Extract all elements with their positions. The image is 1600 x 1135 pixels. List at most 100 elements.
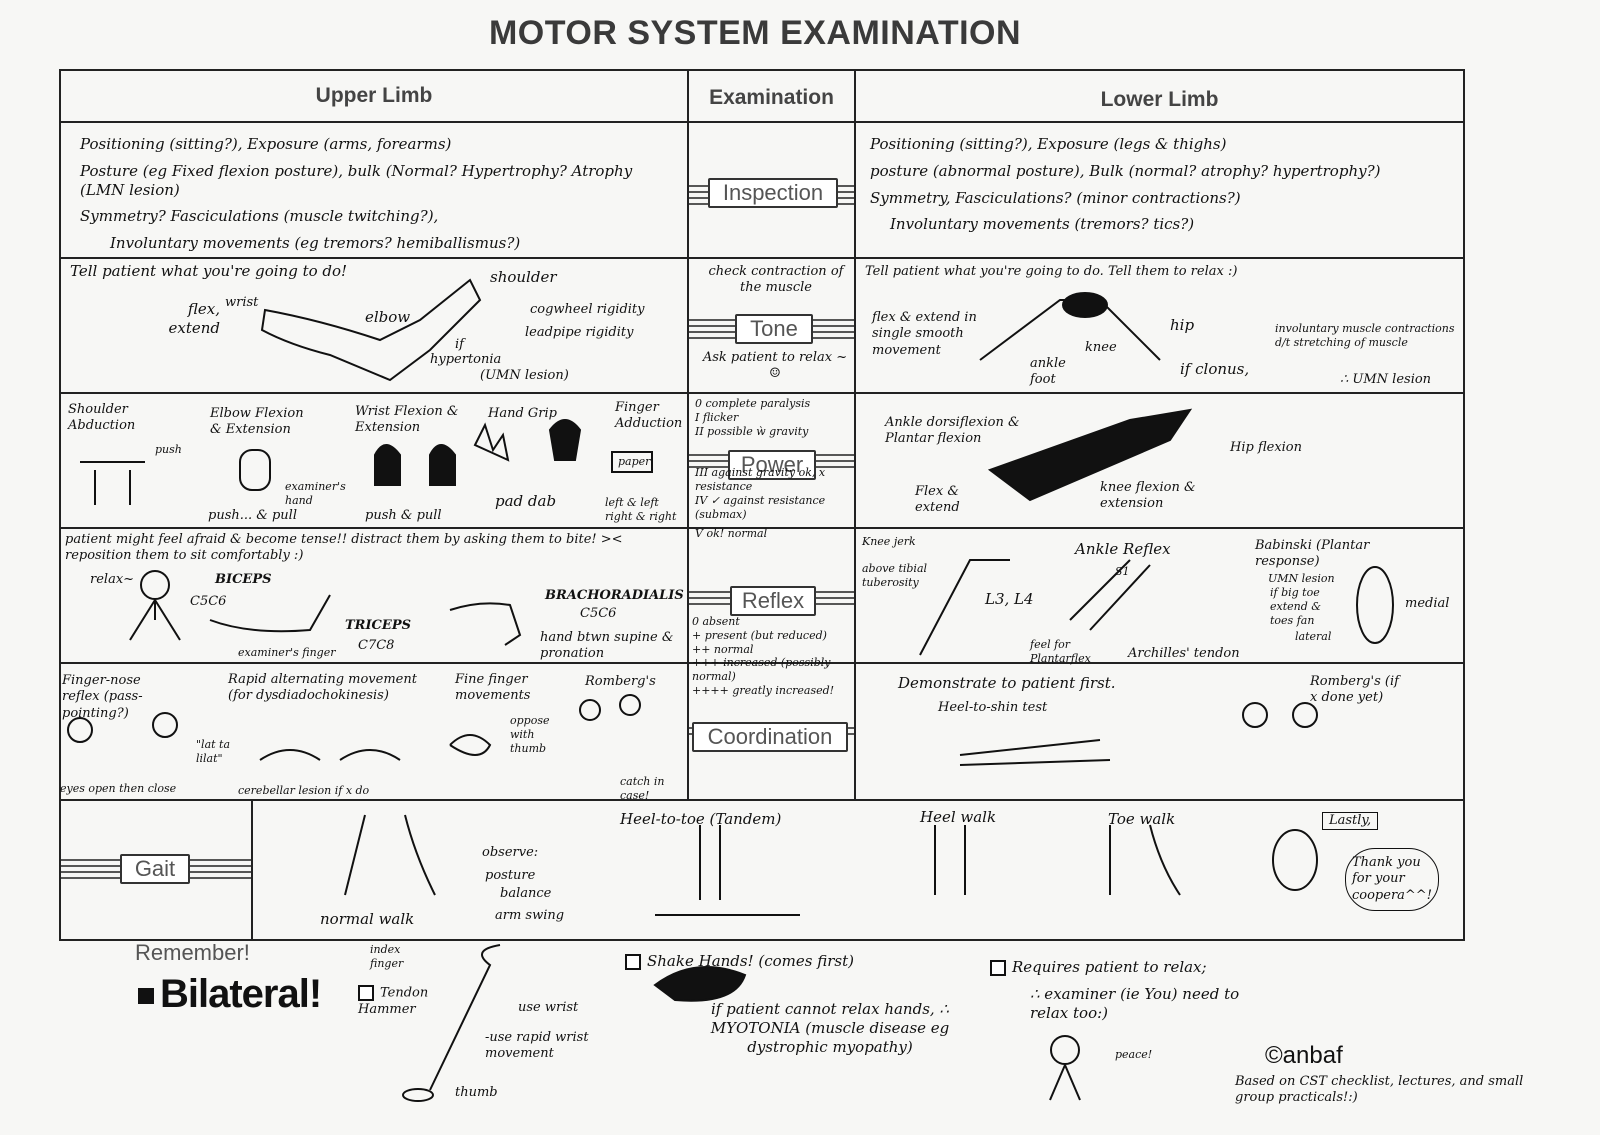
gait-normal: normal walk xyxy=(320,910,415,928)
coord-catch: catch in case! xyxy=(620,775,665,802)
reflex-triceps: TRICEPS xyxy=(345,618,411,633)
tone-lower-umn: ∴ UMN lesion xyxy=(1340,372,1432,387)
reflex-relax: relax~ xyxy=(90,572,135,587)
reflex-babinski: Babinski (Plantar response) xyxy=(1255,538,1370,570)
tone-upper-wrist: wrist xyxy=(225,295,259,310)
inspection-lower-line: Positioning (sitting?), Exposure (legs &… xyxy=(870,135,1227,153)
power-finger: Finger Adduction xyxy=(615,400,683,432)
gait-lastly: Lastly, xyxy=(1322,812,1379,831)
gait-observe-balance: balance xyxy=(500,886,552,901)
sketches xyxy=(67,278,1394,1102)
footer-requires: Requires patient to relax; xyxy=(990,958,1207,977)
coord-lower-romberg: Romberg's (if x done yet) xyxy=(1310,674,1399,706)
power-push: push xyxy=(155,443,182,456)
checkbox-icon xyxy=(990,960,1006,976)
reflex-tibial: above tibial tuberosity xyxy=(862,562,928,589)
tone-upper-cogwheel: cogwheel rigidity xyxy=(530,302,645,317)
inspection-upper-line: Positioning (sitting?), Exposure (arms, … xyxy=(80,135,452,153)
power-shoulder: Shoulder Abduction xyxy=(68,402,136,434)
label-inspection: Inspection xyxy=(708,178,838,208)
header-upper-limb: Upper Limb xyxy=(315,84,433,107)
reflex-grade: +++ increased (possibly normal) xyxy=(692,656,831,683)
reflex-knee: Knee jerk xyxy=(862,535,916,548)
reflex-c5c6: C5C6 xyxy=(190,594,227,609)
gait-heel: Heel walk xyxy=(920,808,997,826)
power-grade: IV ✓ against resistance (submax) xyxy=(695,493,826,521)
reflex-umn: UMN lesion xyxy=(1268,572,1335,585)
power-lower-knee: knee flexion & extension xyxy=(1100,480,1196,512)
tone-lower-knee: knee xyxy=(1085,340,1117,355)
power-lower-hip: Hip flexion xyxy=(1230,440,1303,455)
coord-romberg: Romberg's xyxy=(585,674,656,689)
power-elbow: Elbow Flexion & Extension xyxy=(210,406,304,438)
power-lower-ankle: Ankle dorsiflexion & Plantar flexion xyxy=(885,415,1020,447)
power-grade: III against gravity ok, x resistance xyxy=(695,466,826,493)
tone-upper-intro: Tell patient what you're going to do! xyxy=(70,262,348,280)
coord-demo: Demonstrate to patient first. xyxy=(898,674,1116,692)
power-left-right: left & left right & right xyxy=(605,496,677,523)
footer-myotonia: if patient cannot relax hands, ∴ MYOTONI… xyxy=(710,1000,950,1056)
inspection-upper-line: Posture (eg Fixed flexion posture), bulk… xyxy=(80,161,633,199)
tone-upper-flex: flex, extend xyxy=(168,300,220,337)
reflex-achilles: Archilles' tendon xyxy=(1128,646,1240,661)
tone-lower-involuntary: involuntary muscle contractions d/t stre… xyxy=(1275,322,1455,349)
coord-eyes: eyes open then close xyxy=(60,782,177,795)
reflex-feel: feel for Plantarflex xyxy=(1030,638,1091,665)
page-title: MOTOR SYSTEM EXAMINATION xyxy=(488,14,1022,52)
footer-remember: Remember! xyxy=(135,940,250,965)
header-examination: Examination xyxy=(709,86,834,109)
power-grade: 0 complete paralysis xyxy=(695,397,811,410)
label-coordination: Coordination xyxy=(692,722,848,752)
power-lower-flex: Flex & extend xyxy=(915,484,960,516)
tone-upper-if: if xyxy=(455,337,464,352)
reflex-grade: ++ normal xyxy=(692,642,754,656)
footer-index: index finger xyxy=(370,943,404,970)
coord-oppose: oppose with thumb xyxy=(510,714,550,755)
power-grip: Hand Grip xyxy=(488,406,557,421)
gait-observe-armswing: arm swing xyxy=(495,908,565,923)
reflex-upper-intro: patient might feel afraid & become tense… xyxy=(65,532,623,564)
inspection-upper-line: Symmetry? Fasciculations (muscle twitchi… xyxy=(80,207,439,226)
tone-lower-ankle: ankle foot xyxy=(1030,356,1066,388)
power-grade: V ok! normal xyxy=(695,527,768,541)
label-tone: Tone xyxy=(735,314,813,344)
reflex-ankle: Ankle Reflex xyxy=(1075,540,1171,558)
reflex-lateral: lateral xyxy=(1295,630,1332,643)
tone-exam-bottom: Ask patient to relax ~ ☺ xyxy=(702,350,848,382)
footer-bilateral: Bilateral! xyxy=(138,972,322,1017)
power-pad-dab: pad dab xyxy=(495,492,557,510)
gait-observe: observe: xyxy=(482,845,539,860)
footer-thumb: thumb xyxy=(455,1085,498,1100)
reflex-grade: + present (but reduced) xyxy=(692,628,827,642)
power-grades: 0 complete paralysis I flicker II possib… xyxy=(695,397,855,541)
power-paper: paper xyxy=(618,455,651,468)
bullet-icon xyxy=(138,988,154,1005)
reflex-grade: ++++ greatly increased! xyxy=(692,683,835,697)
checkbox-icon xyxy=(625,954,641,970)
inspection-lower-line: posture (abnormal posture), Bulk (normal… xyxy=(870,161,1381,180)
tone-lower-hip: hip xyxy=(1170,316,1195,334)
tone-upper-elbow: elbow xyxy=(365,308,411,326)
coord-rapid: Rapid alternating movement (for dysdiado… xyxy=(228,672,417,704)
reflex-grades: 0 absent + present (but reduced) ++ norm… xyxy=(692,615,855,698)
inspection-lower-line: Involuntary movements (tremors? tics?) xyxy=(890,215,1195,234)
power-examiner-hand: examiner's hand xyxy=(285,480,346,507)
footer-hammer-text: Tendon Hammer xyxy=(358,985,429,1017)
tone-lower-clonus: if clonus, xyxy=(1180,360,1250,378)
footer-based: Based on CST checklist, lectures, and sm… xyxy=(1235,1074,1524,1106)
power-wrist: Wrist Flexion & Extension xyxy=(355,404,459,436)
power-wrist-push-pull: push & pull xyxy=(365,508,442,523)
header-lower-limb: Lower Limb xyxy=(1100,88,1219,111)
reflex-medial: medial xyxy=(1405,596,1450,611)
reflex-finger: examiner's finger xyxy=(238,646,336,659)
reflex-bigtoe: if big toe extend & toes fan xyxy=(1270,586,1322,627)
label-gait: Gait xyxy=(120,854,190,884)
tone-upper-shoulder: shoulder xyxy=(490,268,557,286)
gait-thanks: Thank you for your coopera^^! xyxy=(1345,848,1439,911)
footer-examiner: ∴ examiner (ie You) need to relax too:) xyxy=(1030,985,1240,1022)
power-grade: II possible ẁ gravity xyxy=(695,424,809,438)
arm-sketch xyxy=(260,278,482,382)
footer-shake: Shake Hands! (comes first) xyxy=(625,952,854,971)
gait-toe: Toe walk xyxy=(1108,810,1176,828)
